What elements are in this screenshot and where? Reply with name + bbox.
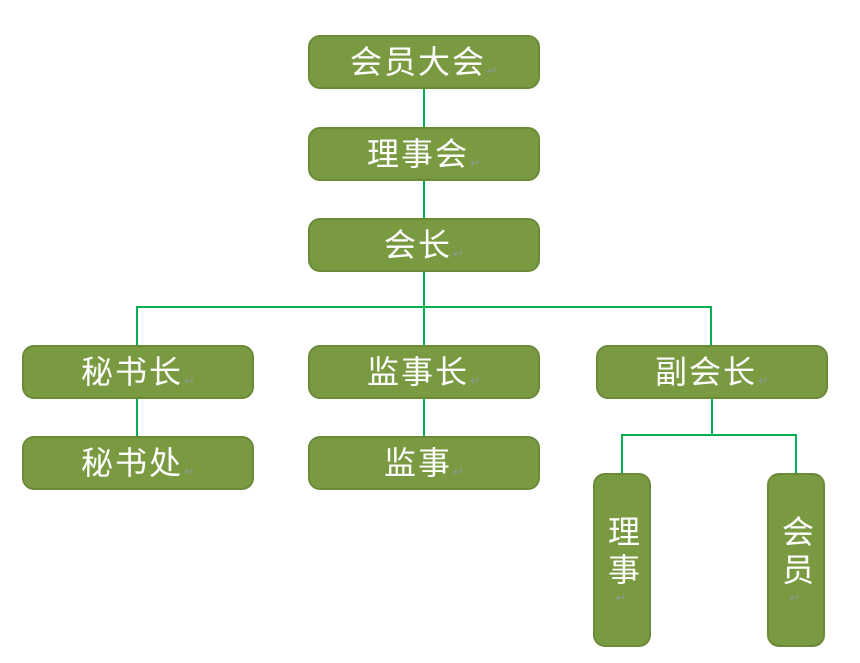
org-node-secretariat[interactable]: 秘书处 ↵ — [22, 436, 254, 490]
paragraph-mark-icon: ↵ — [487, 62, 498, 78]
org-node-secretary-general[interactable]: 秘书长 ↵ — [22, 345, 254, 399]
node-label: 会员大会 — [350, 44, 487, 80]
paragraph-mark-icon: ↵ — [184, 372, 195, 388]
org-node-supervisor[interactable]: 监事 ↵ — [308, 436, 540, 490]
connector-board-president — [423, 181, 425, 218]
node-label: 监事长 — [367, 354, 470, 390]
connector-secretary-secretariat — [136, 399, 138, 436]
connector-drop-member — [795, 434, 797, 473]
connector-drop-secretary-general — [136, 306, 138, 345]
node-label: 会员 — [778, 514, 814, 591]
node-label: 理事会 — [367, 136, 470, 172]
org-node-member-assembly[interactable]: 会员大会 ↵ — [308, 35, 540, 89]
org-node-director[interactable]: 理事 ↵ — [593, 473, 651, 647]
org-node-board-of-directors[interactable]: 理事会 ↵ — [308, 127, 540, 181]
connector-drop-director — [621, 434, 623, 473]
connector-vice-president-crossbar — [621, 434, 797, 436]
connector-drop-vice-president — [710, 306, 712, 345]
connector-president-stem — [423, 272, 425, 307]
paragraph-mark-icon: ↵ — [758, 372, 769, 388]
paragraph-mark-icon: ↵ — [788, 590, 804, 606]
node-label: 秘书处 — [81, 445, 184, 481]
org-node-president[interactable]: 会长 ↵ — [308, 218, 540, 272]
node-label: 理事 — [604, 514, 640, 591]
org-node-member[interactable]: 会员 ↵ — [767, 473, 825, 647]
connector-assembly-board — [423, 88, 425, 127]
connector-drop-chief-supervisor — [423, 306, 425, 345]
paragraph-mark-icon: ↵ — [453, 463, 464, 479]
connector-chief-supervisor-supervisor — [423, 399, 425, 436]
paragraph-mark-icon: ↵ — [453, 245, 464, 261]
org-node-chief-supervisor[interactable]: 监事长 ↵ — [308, 345, 540, 399]
org-node-vice-president[interactable]: 副会长 ↵ — [596, 345, 828, 399]
node-label: 副会长 — [655, 354, 758, 390]
paragraph-mark-icon: ↵ — [470, 154, 481, 170]
paragraph-mark-icon: ↵ — [184, 463, 195, 479]
connector-vice-president-stem — [711, 399, 713, 435]
paragraph-mark-icon: ↵ — [614, 590, 630, 606]
node-label: 秘书长 — [81, 354, 184, 390]
paragraph-mark-icon: ↵ — [470, 372, 481, 388]
node-label: 会长 — [384, 227, 453, 263]
node-label: 监事 — [384, 445, 453, 481]
